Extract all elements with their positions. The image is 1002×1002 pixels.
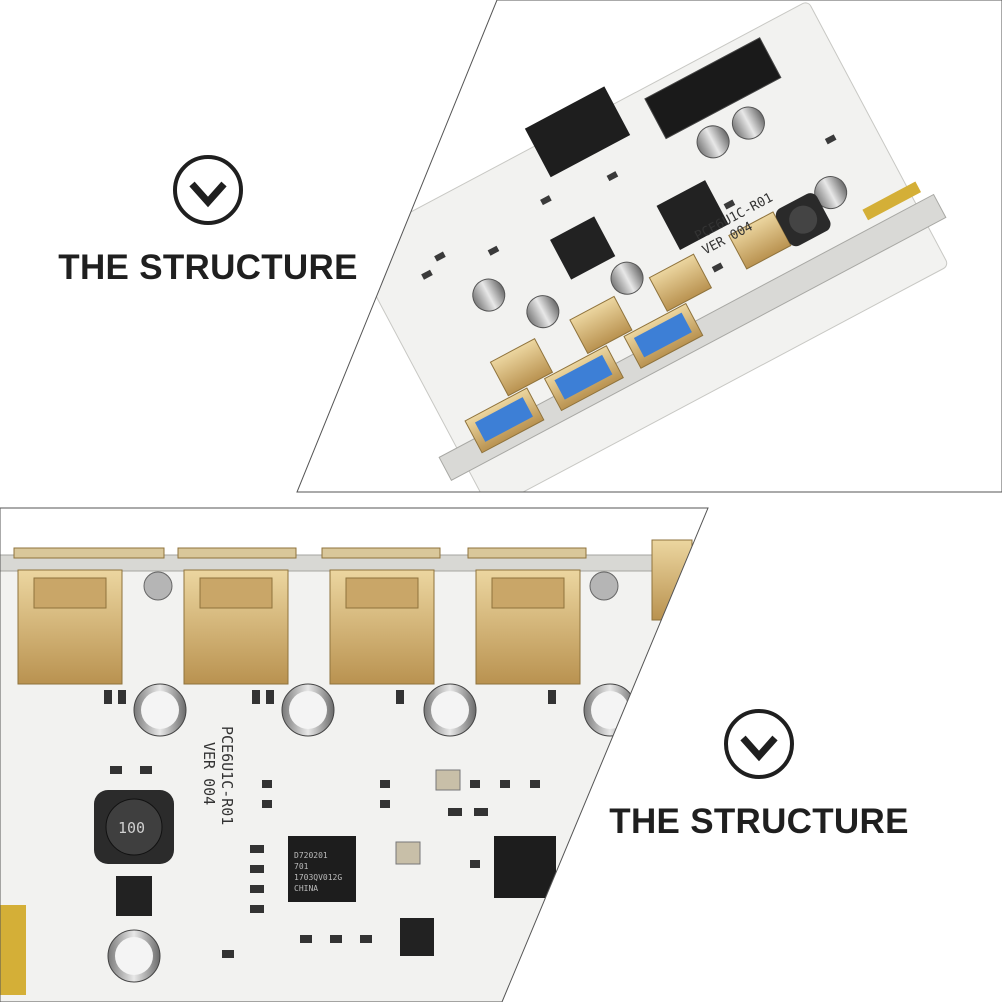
capacitor xyxy=(423,683,477,737)
capacitor xyxy=(696,125,730,159)
screw xyxy=(589,571,619,601)
svg-text:100: 100 xyxy=(118,819,145,837)
inductor: 100 xyxy=(94,790,174,864)
chevron-down-circle-icon xyxy=(173,155,243,225)
usb-port xyxy=(623,302,704,369)
usb-port xyxy=(329,569,435,685)
usb-port xyxy=(464,387,545,454)
controller-chip xyxy=(550,216,616,280)
svg-text:1703QV012G: 1703QV012G xyxy=(294,873,342,882)
usb-c-connector xyxy=(489,338,554,397)
section-label-bottom: THE STRUCTURE xyxy=(603,708,915,842)
sata-power-connector xyxy=(644,37,782,140)
section-title: THE STRUCTURE xyxy=(609,802,909,841)
pin-header xyxy=(524,86,631,178)
usb-c-connector xyxy=(648,253,713,312)
chevron-down-circle-icon xyxy=(724,709,794,779)
svg-text:701: 701 xyxy=(294,862,309,871)
model-silkscreen-bottom: PCE6U1C-R01 xyxy=(218,726,236,825)
capacitor xyxy=(133,683,187,737)
svg-text:D720201: D720201 xyxy=(294,851,328,860)
usb-port xyxy=(183,569,289,685)
eeprom-chip xyxy=(116,876,152,916)
capacitor xyxy=(472,278,506,312)
version-silkscreen-bottom: VER 004 xyxy=(200,742,218,805)
capacitor xyxy=(731,106,765,140)
controller-chip: D720201 701 1703QV012G CHINA xyxy=(288,836,356,902)
eeprom-chip xyxy=(400,918,434,956)
section-label-top: THE STRUCTURE xyxy=(52,154,364,288)
pcie-edge xyxy=(862,181,922,221)
usb-port xyxy=(17,569,123,685)
screw xyxy=(143,571,173,601)
capacitor xyxy=(281,683,335,737)
usb-port xyxy=(543,345,624,412)
capacitor xyxy=(610,261,644,295)
crystal xyxy=(435,769,461,791)
capacitor xyxy=(107,929,161,983)
usb-port xyxy=(475,569,581,685)
top-photo-panel: PCE6U1C-R01 VER 004 xyxy=(297,0,1002,492)
crystal xyxy=(395,841,421,865)
usb-c-connector xyxy=(569,295,633,355)
bottom-photo-panel: 100 D720201 701 1703QV012G CHINA xyxy=(0,508,708,1002)
section-title: THE STRUCTURE xyxy=(58,248,358,287)
controller-chip xyxy=(656,180,729,251)
pcie-edge xyxy=(0,905,26,995)
controller-chip xyxy=(494,836,556,898)
svg-text:CHINA: CHINA xyxy=(294,884,318,893)
capacitor xyxy=(526,295,560,329)
